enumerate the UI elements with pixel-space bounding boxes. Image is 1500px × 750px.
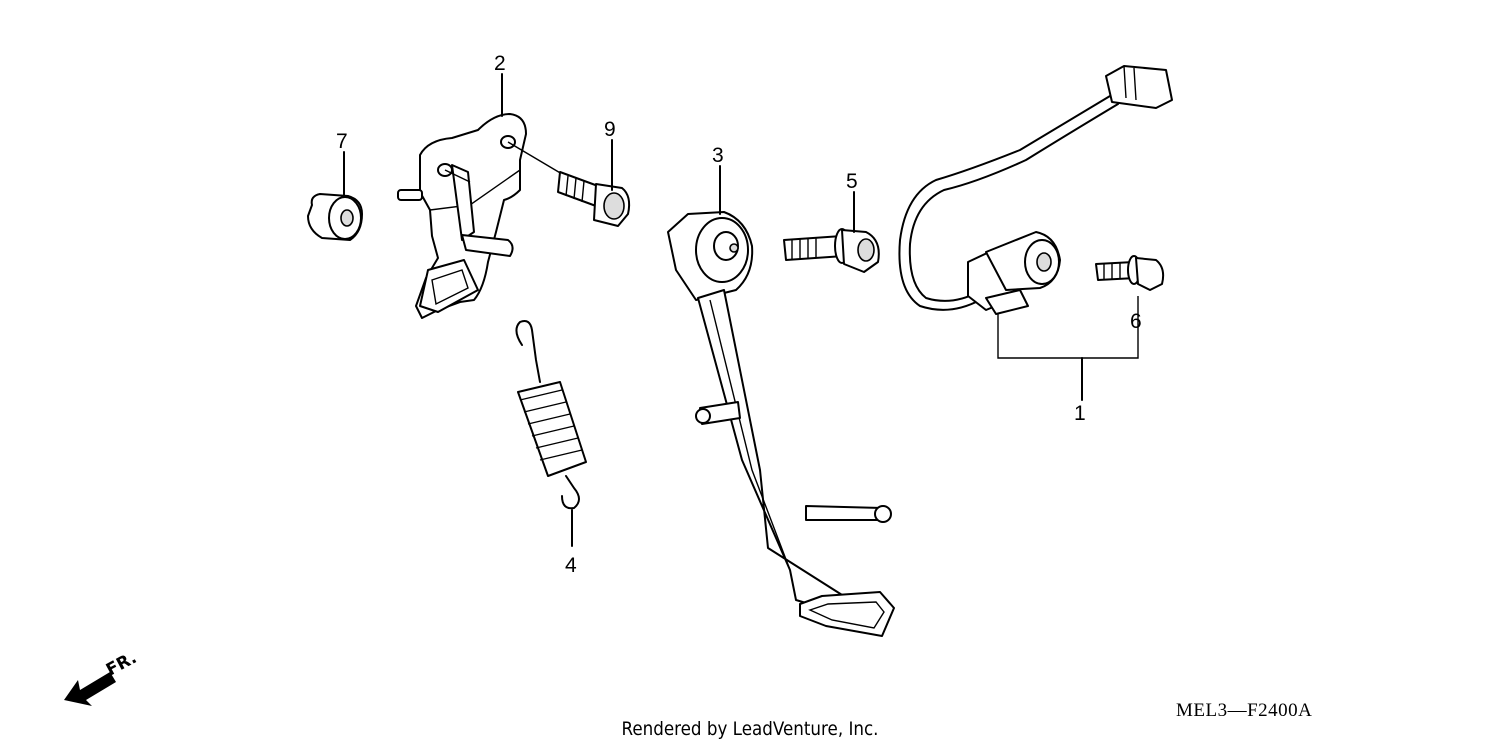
callout-5: 5 bbox=[846, 170, 858, 193]
callout-2: 2 bbox=[494, 52, 506, 75]
callout-7: 7 bbox=[336, 130, 348, 153]
callout-6: 6 bbox=[1130, 310, 1142, 333]
front-direction-arrow-icon bbox=[64, 672, 116, 706]
callout-3: 3 bbox=[712, 144, 724, 167]
part-2-bracket[interactable] bbox=[397, 73, 563, 319]
footer-credit: Rendered by LeadVenture, Inc. bbox=[621, 718, 879, 740]
part-5-flange-bolt[interactable] bbox=[783, 191, 880, 273]
part-9-bolt[interactable] bbox=[557, 139, 631, 227]
part-4-spring[interactable] bbox=[515, 320, 587, 547]
callout-9: 9 bbox=[604, 118, 616, 141]
part-6-bolt[interactable] bbox=[1095, 255, 1165, 291]
callout-4: 4 bbox=[565, 554, 577, 577]
callout-1: 1 bbox=[1074, 402, 1086, 425]
diagram-code: MEL3—F2400A bbox=[1176, 700, 1313, 721]
part-1-switch-assembly[interactable] bbox=[898, 65, 1173, 401]
part-7-grommet[interactable] bbox=[307, 151, 363, 241]
part-3-side-stand[interactable] bbox=[667, 165, 895, 637]
